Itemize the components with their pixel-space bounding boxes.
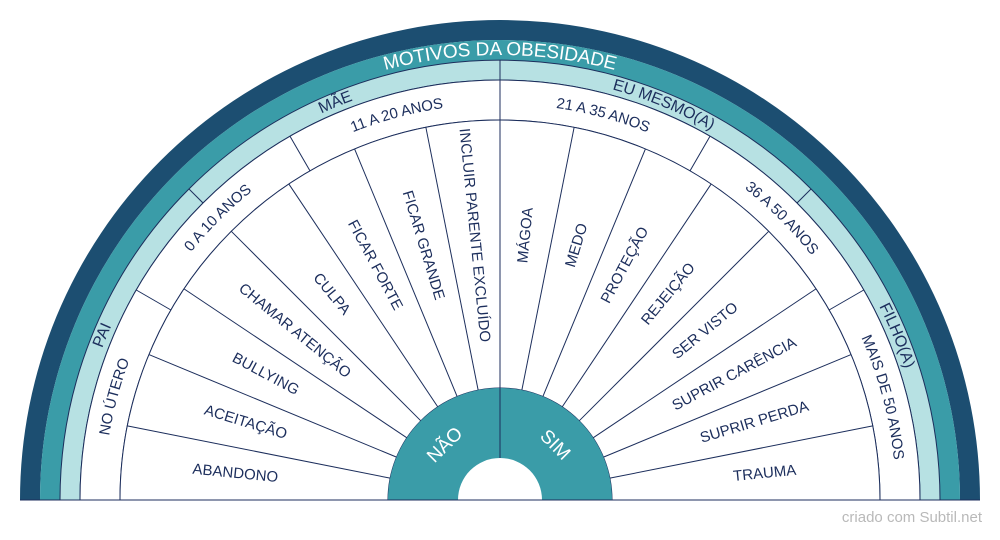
relation-divider xyxy=(796,188,812,204)
reason-divider xyxy=(127,425,391,479)
relation-divider xyxy=(188,188,204,204)
reason-divider xyxy=(542,148,646,397)
reason-divider xyxy=(521,127,575,391)
reason-divider xyxy=(183,288,408,439)
reason-divider xyxy=(425,127,479,391)
reason-label: TRAUMA xyxy=(732,462,797,485)
reason-divider xyxy=(354,148,458,397)
reason-divider xyxy=(592,288,817,439)
reason-divider xyxy=(288,183,439,408)
reason-divider xyxy=(561,183,712,408)
reason-divider xyxy=(609,425,873,479)
reason-divider xyxy=(578,230,770,422)
age-divider xyxy=(689,136,711,172)
age-divider xyxy=(289,136,311,172)
credit-text: criado com Subtil.net xyxy=(841,509,982,526)
reason-label: MÁGOA xyxy=(514,207,536,264)
reason-divider xyxy=(230,230,422,422)
reason-divider xyxy=(603,354,852,458)
age-divider xyxy=(136,289,172,311)
reason-divider xyxy=(148,354,397,458)
age-divider xyxy=(828,289,864,311)
